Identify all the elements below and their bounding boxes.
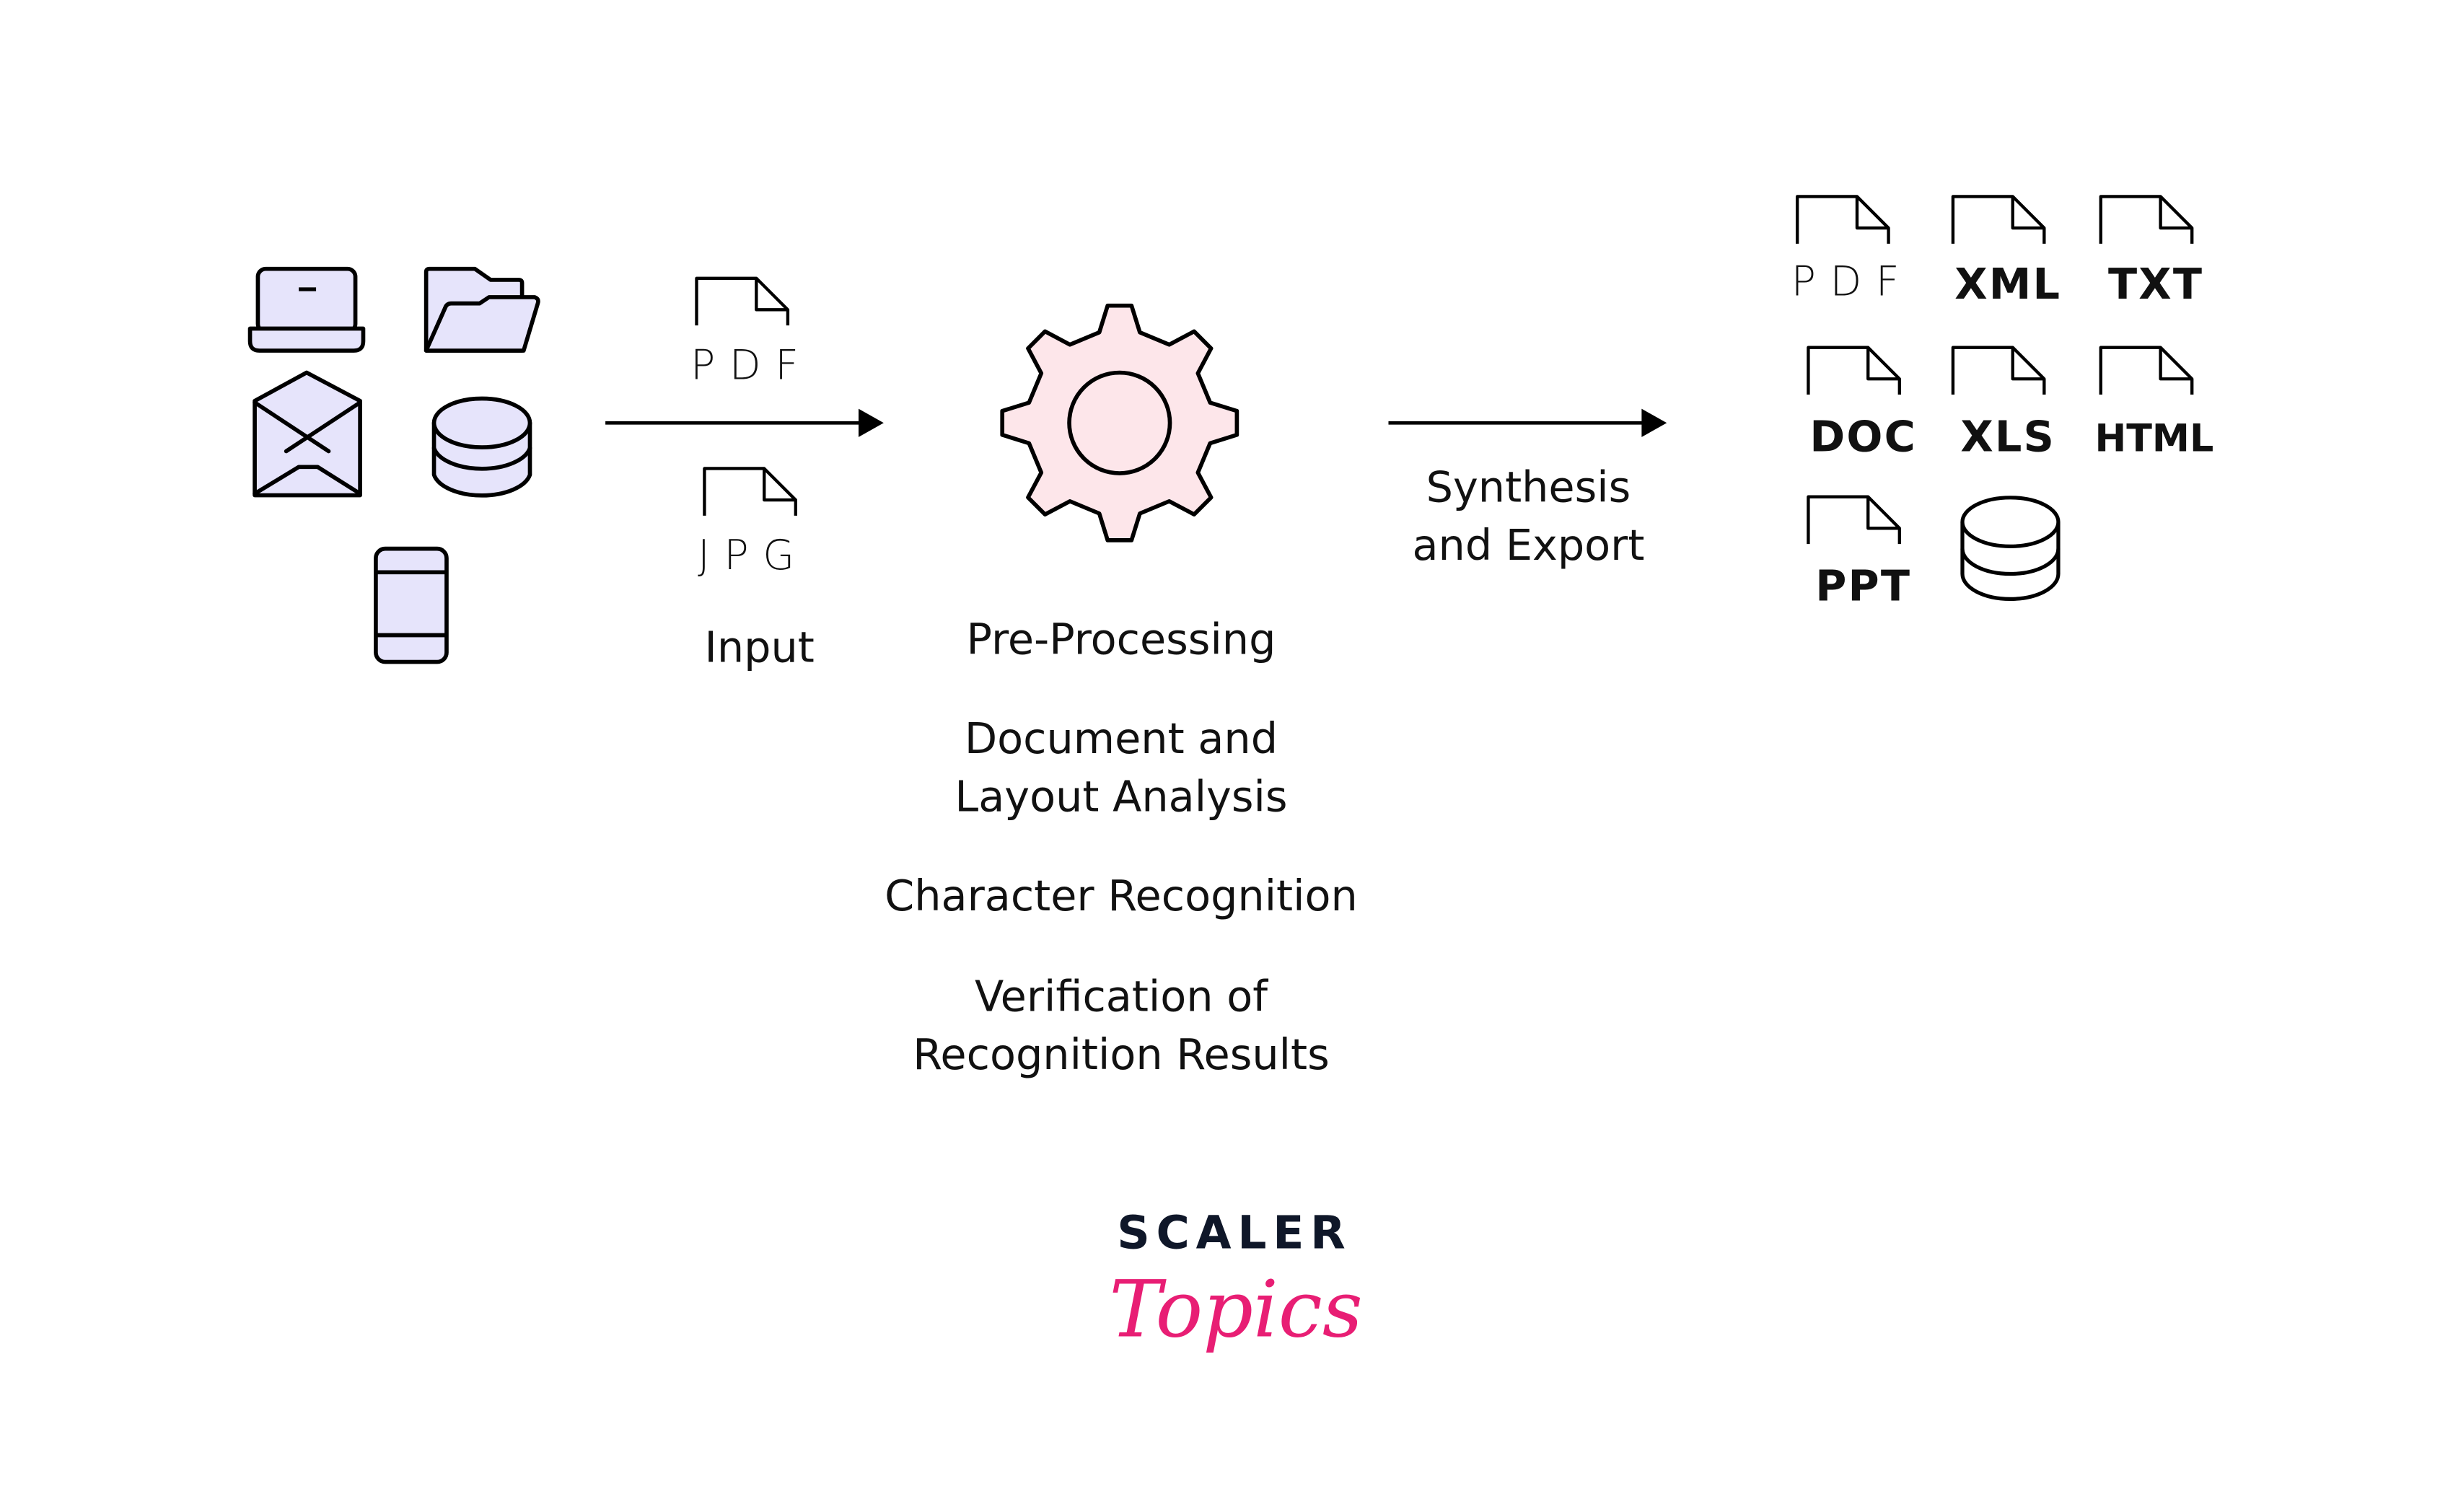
pdf-file-icon bbox=[697, 278, 788, 325]
html-output-icon bbox=[2101, 348, 2192, 395]
ppt-output-icon bbox=[1808, 497, 1899, 544]
txt-output-icon bbox=[2101, 196, 2192, 243]
xml-output-icon bbox=[1953, 196, 2044, 243]
phone-icon bbox=[374, 546, 449, 664]
logo-brand: SCALER bbox=[1117, 1206, 1351, 1260]
output-html: HTML bbox=[2094, 417, 2213, 461]
output-txt: TXT bbox=[2108, 259, 2203, 309]
arrow-right-icon bbox=[605, 408, 884, 437]
output-xml: XML bbox=[1954, 259, 2061, 309]
input-file-label-pdf: PDF bbox=[690, 341, 812, 389]
output-xls: XLS bbox=[1960, 412, 2055, 462]
output-doc: DOC bbox=[1809, 412, 1917, 462]
step-verification-1: Verification of bbox=[975, 971, 1268, 1021]
doc-output-icon bbox=[1808, 348, 1899, 395]
step-document-analysis-1: Document and bbox=[965, 713, 1278, 763]
laptop-icon bbox=[247, 266, 366, 353]
database-icon bbox=[431, 396, 532, 498]
arrow-right-icon bbox=[1388, 408, 1667, 437]
jpg-file-icon bbox=[704, 468, 795, 515]
gear-icon bbox=[1000, 303, 1239, 542]
pdf-output-icon bbox=[1797, 196, 1888, 243]
input-label: Input bbox=[705, 623, 815, 672]
scaler-topics-logo: SCALER Topics bbox=[1109, 1206, 1362, 1355]
folder-icon bbox=[424, 266, 540, 353]
step-pre-processing: Pre-Processing bbox=[967, 615, 1276, 664]
logo-sub: Topics bbox=[1109, 1264, 1362, 1355]
export-label-1: Synthesis bbox=[1426, 462, 1631, 511]
export-label-2: and Export bbox=[1412, 520, 1644, 570]
input-file-label-jpg: JPG bbox=[698, 532, 809, 579]
step-document-analysis-2: Layout Analysis bbox=[955, 772, 1287, 822]
xls-output-icon bbox=[1953, 348, 2044, 395]
database-output-icon bbox=[1960, 496, 2061, 601]
output-ppt: PPT bbox=[1815, 561, 1911, 611]
envelope-icon bbox=[253, 370, 362, 498]
step-character-recognition: Character Recognition bbox=[885, 871, 1358, 920]
step-verification-2: Recognition Results bbox=[913, 1029, 1330, 1079]
output-pdf: PDF bbox=[1791, 258, 1913, 306]
